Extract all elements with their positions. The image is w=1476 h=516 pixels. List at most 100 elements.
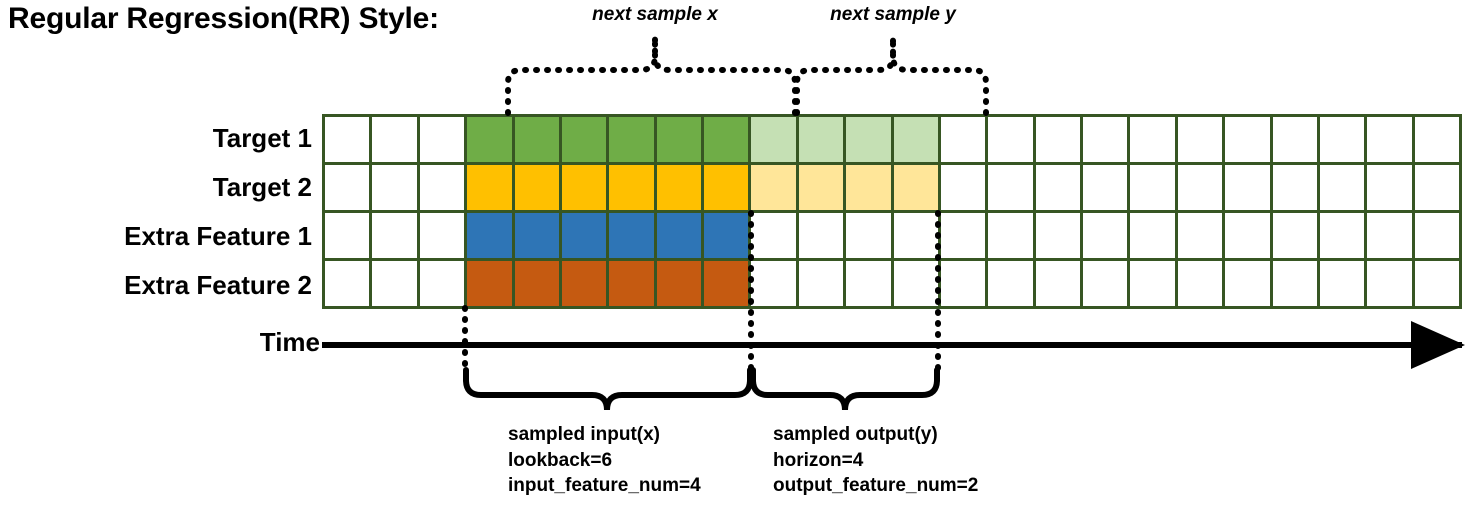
grid-cell-empty: [1272, 165, 1317, 210]
grid-cell-output: [751, 165, 796, 210]
time-axis-label: Time: [259, 327, 320, 357]
grid-cell-empty: [419, 117, 465, 162]
grid-cell-empty: [419, 213, 465, 258]
sampled-output-brace: [750, 367, 940, 411]
sampled-input-caption: sampled input(x) lookback=6 input_featur…: [508, 424, 701, 497]
grid-cell-input: [656, 213, 701, 258]
grid-cell-empty: [988, 117, 1033, 162]
grid-row-extra-feature-1: [325, 213, 1459, 258]
grid-cell-empty: [1414, 117, 1459, 162]
grid-cell-empty: [1272, 117, 1317, 162]
timeline-grid: [322, 114, 1462, 309]
grid-cell-empty: [798, 213, 844, 258]
grid-cell-input: [561, 165, 607, 210]
grid-cell-output: [893, 117, 938, 162]
grid-cell-output: [893, 165, 938, 210]
grid-cell-input: [467, 213, 512, 258]
row-label-extra-feature-1: Extra Feature 1: [124, 221, 312, 251]
grid-cell-output: [846, 165, 891, 210]
next-sample-y-brace: [794, 33, 989, 116]
grid-cell-input: [514, 213, 559, 258]
grid-cell-empty: [325, 165, 370, 210]
grid-cell-empty: [1083, 117, 1128, 162]
grid-cell-empty: [419, 165, 465, 210]
grid-cell-empty: [988, 213, 1033, 258]
grid-cell-empty: [940, 261, 986, 306]
grid-cell-input: [561, 261, 607, 306]
row-label-target-2: Target 2: [212, 172, 312, 202]
grid-cell-empty: [325, 117, 370, 162]
grid-cell-input: [467, 117, 512, 162]
grid-cell-empty: [1035, 213, 1080, 258]
grid-cell-empty: [1130, 261, 1175, 306]
grid-cell-empty: [751, 213, 796, 258]
grid-cell-input: [704, 261, 749, 306]
grid-cell-empty: [1225, 261, 1270, 306]
grid-cell-empty: [1272, 213, 1317, 258]
grid-cell-empty: [1319, 117, 1365, 162]
grid-cell-empty: [325, 213, 370, 258]
grid-row-extra-feature-2: [325, 261, 1459, 306]
grid-cell-empty: [1083, 261, 1128, 306]
grid-cell-empty: [846, 213, 891, 258]
grid-cell-input: [514, 165, 559, 210]
sampled-output-caption: sampled output(y) horizon=4 output_featu…: [773, 424, 979, 497]
grid-cell-input: [656, 117, 701, 162]
row-label-extra-feature-2: Extra Feature 2: [124, 270, 312, 300]
grid-cell-output: [751, 117, 796, 162]
grid-cell-empty: [419, 261, 465, 306]
next-sample-x-label: next sample x: [592, 4, 718, 25]
grid-cell-input: [467, 261, 512, 306]
grid-cell-empty: [1367, 261, 1412, 306]
grid-cell-empty: [1130, 165, 1175, 210]
grid-cell-empty: [1225, 117, 1270, 162]
grid-cell-input: [514, 117, 559, 162]
grid-cell-empty: [988, 261, 1033, 306]
grid-cell-empty: [1177, 117, 1223, 162]
grid-cell-input: [561, 117, 607, 162]
row-label-target-1: Target 1: [212, 123, 312, 153]
grid-cell-empty: [940, 165, 986, 210]
grid-cell-empty: [1414, 261, 1459, 306]
grid-cell-input: [704, 165, 749, 210]
grid-cell-empty: [846, 261, 891, 306]
grid-cell-empty: [988, 165, 1033, 210]
page-title: Regular Regression(RR) Style:: [8, 2, 439, 35]
grid-cell-empty: [893, 213, 938, 258]
next-sample-y-label: next sample y: [830, 4, 956, 25]
grid-cell-input: [656, 261, 701, 306]
grid-cell-empty: [372, 117, 417, 162]
next-sample-x-brace: [505, 33, 798, 116]
grid-cell-empty: [1177, 165, 1223, 210]
grid-cell-input: [704, 117, 749, 162]
grid-cell-empty: [1177, 261, 1223, 306]
grid-cell-input: [609, 261, 654, 306]
grid-cell-empty: [1225, 165, 1270, 210]
grid-cell-input: [609, 213, 654, 258]
grid-cell-input: [514, 261, 559, 306]
grid-cell-empty: [1177, 213, 1223, 258]
grid-cell-empty: [1319, 213, 1365, 258]
grid-cell-empty: [1367, 165, 1412, 210]
grid-cell-empty: [751, 261, 796, 306]
grid-cell-output: [798, 117, 844, 162]
grid-cell-empty: [1083, 165, 1128, 210]
grid-cell-empty: [940, 213, 986, 258]
grid-cell-input: [561, 213, 607, 258]
grid-cell-empty: [1414, 165, 1459, 210]
grid-cell-empty: [1035, 261, 1080, 306]
grid-cell-empty: [325, 261, 370, 306]
grid-cell-empty: [1083, 213, 1128, 258]
grid-cell-input: [609, 117, 654, 162]
grid-row-target-2: [325, 165, 1459, 210]
grid-cell-empty: [1035, 165, 1080, 210]
grid-cell-input: [704, 213, 749, 258]
grid-row-target-1: [325, 117, 1459, 162]
grid-cell-empty: [1367, 117, 1412, 162]
sampled-input-brace: [463, 367, 753, 411]
grid-cell-empty: [1367, 213, 1412, 258]
grid-cell-empty: [1035, 117, 1080, 162]
grid-cell-empty: [372, 213, 417, 258]
grid-cell-empty: [1319, 165, 1365, 210]
